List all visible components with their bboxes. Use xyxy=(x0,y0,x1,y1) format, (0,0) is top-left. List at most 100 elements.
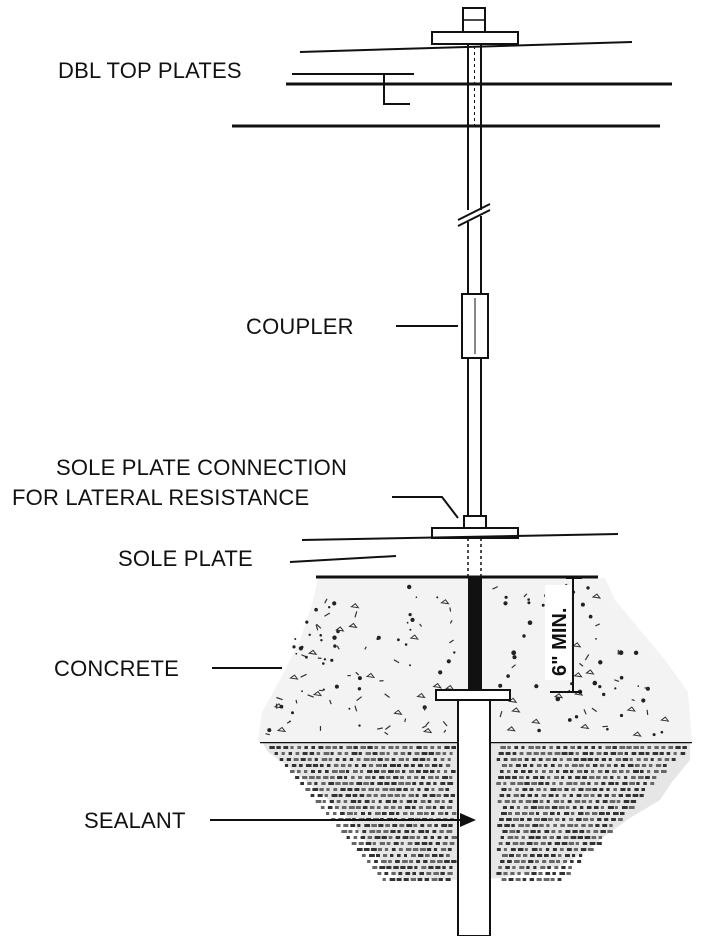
aggregate-speck xyxy=(384,731,389,736)
threaded-rod xyxy=(457,40,491,518)
soil-hatch-mark xyxy=(421,866,427,869)
soil-hatch-mark xyxy=(376,854,380,857)
aggregate-speck xyxy=(619,675,624,680)
soil-hatch-mark xyxy=(584,836,591,839)
aggregate-speck xyxy=(305,655,308,659)
soil-hatch-mark xyxy=(587,782,591,785)
soil-hatch-mark xyxy=(372,776,376,779)
soil-hatch-mark xyxy=(417,812,423,815)
soil-hatch-mark xyxy=(321,758,328,761)
aggregate-speck xyxy=(377,727,383,730)
soil-hatch-mark xyxy=(396,788,402,791)
soil-hatch-mark xyxy=(351,752,358,755)
soil-hatch-mark xyxy=(378,824,384,827)
aggregate-speck xyxy=(333,644,337,648)
soil-hatch-mark xyxy=(377,848,382,851)
aggregate-speck xyxy=(595,638,597,640)
soil-hatch-mark xyxy=(384,782,390,785)
soil-hatch-mark xyxy=(322,800,326,803)
soil-hatch-mark xyxy=(385,800,391,803)
soil-hatch-mark xyxy=(513,794,519,797)
soil-hatch-mark xyxy=(556,860,560,863)
soil-hatch-mark xyxy=(428,842,433,845)
soil-hatch-mark xyxy=(583,818,589,821)
soil-hatch-mark xyxy=(613,788,617,791)
soil-hatch-mark xyxy=(538,758,543,761)
soil-hatch-mark xyxy=(518,800,523,803)
soil-hatch-mark xyxy=(445,788,450,791)
soil-hatch-mark xyxy=(576,818,582,821)
soil-hatch-mark xyxy=(381,746,386,749)
soil-hatch-mark xyxy=(349,758,354,761)
soil-hatch-mark xyxy=(609,824,613,827)
soil-hatch-mark xyxy=(390,854,394,857)
soil-hatch-mark xyxy=(327,806,333,809)
soil-hatch-mark xyxy=(572,830,578,833)
soil-hatch-mark xyxy=(418,806,423,809)
soil-hatch-mark xyxy=(682,746,687,749)
soil-hatch-mark xyxy=(411,830,415,833)
dbl-top-plates-label: DBL TOP PLATES xyxy=(58,58,242,83)
soil-hatch-mark xyxy=(374,770,380,773)
soil-hatch-mark xyxy=(358,752,362,755)
soil-hatch-mark xyxy=(527,818,532,821)
soil-hatch-mark xyxy=(542,770,546,773)
aggregate-speck xyxy=(330,658,334,662)
soil-hatch-mark xyxy=(623,800,630,803)
soil-hatch-mark xyxy=(305,788,311,791)
soil-hatch-mark xyxy=(447,848,452,851)
soil-hatch-mark xyxy=(382,812,387,815)
soil-hatch-mark xyxy=(549,860,555,863)
top-plates-bracket xyxy=(292,73,414,105)
soil-hatch-mark xyxy=(643,758,648,761)
soil-hatch-mark xyxy=(508,764,513,767)
soil-hatch-mark xyxy=(543,878,550,881)
aggregate-speck xyxy=(294,638,297,640)
soil-hatch-mark xyxy=(389,878,396,881)
soil-hatch-mark xyxy=(419,872,424,875)
soil-hatch-mark xyxy=(521,860,526,863)
soil-hatch-mark xyxy=(367,746,373,749)
soil-hatch-mark xyxy=(428,866,434,869)
soil-hatch-mark xyxy=(523,854,528,857)
soil-hatch-mark xyxy=(395,746,400,749)
soil-hatch-mark xyxy=(538,782,544,785)
soil-hatch-mark xyxy=(328,758,333,761)
soil-hatch-mark xyxy=(307,782,312,785)
soil-hatch-mark xyxy=(508,812,512,815)
soil-hatch-mark xyxy=(380,794,386,797)
aggregate-speck xyxy=(523,593,528,598)
soil-hatch-mark xyxy=(587,758,593,761)
soil-hatch-mark xyxy=(631,776,636,779)
soil-hatch-mark xyxy=(444,860,450,863)
soil-hatch-mark xyxy=(356,782,363,785)
soil-hatch-mark xyxy=(540,776,545,779)
soil-hatch-mark xyxy=(631,752,637,755)
soil-hatch-mark xyxy=(377,872,382,875)
soil-hatch-mark xyxy=(570,770,574,773)
soil-hatch-mark xyxy=(363,848,370,851)
soil-hatch-mark xyxy=(547,776,551,779)
soil-hatch-mark xyxy=(340,788,346,791)
soil-hatch-mark xyxy=(413,800,418,803)
embedment-dimension-label: 6" MIN. xyxy=(549,608,571,676)
soil-hatch-mark xyxy=(633,746,639,749)
soil-hatch-mark xyxy=(407,776,412,779)
aggregate-speck xyxy=(583,709,587,715)
soil-hatch-mark xyxy=(421,842,428,845)
soil-hatch-mark xyxy=(607,806,614,809)
soil-hatch-mark xyxy=(568,752,574,755)
aggregate-speck xyxy=(506,726,516,732)
soil-hatch-mark xyxy=(630,800,637,803)
aggregate-speck xyxy=(574,715,579,719)
soil-hatch-mark xyxy=(618,794,623,797)
soil-hatch-mark xyxy=(419,848,426,851)
aggregate-speck xyxy=(324,612,331,617)
soil-hatch-mark xyxy=(381,836,387,839)
soil-hatch-mark xyxy=(640,770,644,773)
soil-hatch-mark xyxy=(543,812,548,815)
soil-hatch-mark xyxy=(330,776,335,779)
soil-hatch-mark xyxy=(531,782,537,785)
soil-hatch-mark xyxy=(533,752,539,755)
soil-hatch-mark xyxy=(528,746,534,749)
